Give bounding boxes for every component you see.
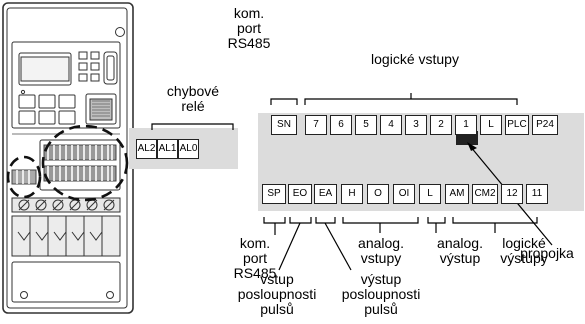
- highlight-ellipses: [6, 124, 129, 202]
- bottom-terminal: O: [367, 184, 389, 204]
- bottom-terminal: OI: [393, 184, 415, 204]
- bottom-terminal: 11: [526, 184, 548, 204]
- relay-terminal: AL1: [157, 139, 178, 159]
- top-terminal: L: [480, 115, 502, 135]
- top-terminal: 7: [305, 115, 327, 135]
- jumper-arrowhead: [467, 142, 477, 151]
- bottom-terminal: AM: [445, 184, 469, 204]
- top-terminal: 5: [355, 115, 377, 135]
- top-terminal: SN: [271, 115, 297, 135]
- relay-terminal: AL2: [136, 139, 157, 159]
- label-analog-vstupy: analog.vstupy: [358, 235, 404, 266]
- label-propojka: propojka: [520, 245, 574, 261]
- inverter-drawing: [2, 2, 134, 314]
- top-terminal: PLC: [505, 115, 529, 135]
- top-terminal: 3: [405, 115, 427, 135]
- brackets: [151, 93, 553, 271]
- bottom-terminal: EA: [314, 184, 337, 204]
- top-terminal: 2: [430, 115, 452, 135]
- relay-terminal: AL0: [178, 139, 199, 159]
- bottom-terminal: H: [341, 184, 363, 204]
- top-terminal: P24: [532, 115, 558, 135]
- top-terminal: 6: [330, 115, 352, 135]
- bottom-terminal: SP: [262, 184, 286, 204]
- bottom-terminal: 12: [501, 184, 523, 204]
- label-logicke-vstupy: logické vstupy: [371, 51, 459, 67]
- bottom-terminal: CM2: [472, 184, 498, 204]
- top-terminal: 4: [380, 115, 402, 135]
- label-analog-vystup: analog.výstup: [437, 235, 483, 266]
- bottom-terminal: EO: [288, 184, 312, 204]
- bottom-terminal: L: [419, 184, 441, 204]
- top-terminal: 1: [455, 115, 477, 135]
